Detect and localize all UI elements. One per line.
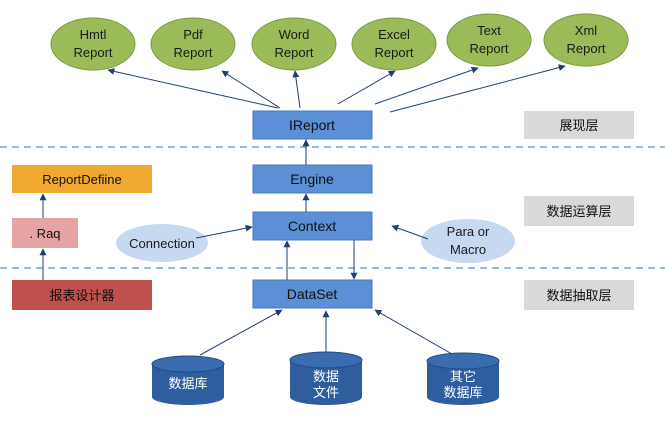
source-arrows bbox=[199, 309, 453, 356]
report-designer-label: 报表设计器 bbox=[49, 288, 114, 303]
report-arrows bbox=[107, 64, 566, 113]
param-line1: Para or bbox=[447, 224, 490, 239]
data-file-cylinder: 数据 文件 bbox=[289, 351, 363, 405]
report-html-line2: Report bbox=[73, 45, 112, 60]
connection-arrow bbox=[195, 224, 253, 239]
connection-label: Connection bbox=[129, 236, 195, 251]
other-db-line2: 数据库 bbox=[443, 385, 482, 400]
report-excel-line2: Report bbox=[374, 45, 413, 60]
data-file-line1: 数据 bbox=[313, 369, 339, 384]
report-designer-box: 报表设计器 bbox=[12, 280, 152, 310]
dataset-box: DataSet bbox=[252, 279, 373, 309]
other-db-line1: 其它 bbox=[450, 369, 476, 384]
report-word-line1: Word bbox=[279, 27, 310, 42]
dataset-label: DataSet bbox=[287, 286, 338, 302]
engine-box: Engine bbox=[252, 164, 373, 194]
report-text: Text Report bbox=[446, 13, 532, 67]
ireport-box: IReport bbox=[252, 110, 373, 140]
report-text-line1: Text bbox=[477, 23, 501, 38]
connection-ellipse: Connection bbox=[116, 224, 208, 262]
database-cylinder: 数据库 bbox=[151, 355, 225, 405]
layer-presentation-label: 展现层 bbox=[559, 118, 598, 133]
layer-compute: 数据运算层 bbox=[524, 196, 634, 226]
database-label: 数据库 bbox=[168, 376, 207, 391]
report-html-line1: Hmtl bbox=[80, 27, 107, 42]
layer-presentation: 展现层 bbox=[524, 111, 634, 139]
ireport-label: IReport bbox=[289, 117, 335, 133]
param-line2: Macro bbox=[450, 242, 486, 257]
core-arrows bbox=[283, 139, 358, 280]
report-xml: Xml Report bbox=[543, 13, 629, 67]
report-define-box: ReportDefiine bbox=[12, 165, 152, 193]
data-file-line2: 文件 bbox=[313, 385, 339, 400]
report-xml-line1: Xml bbox=[575, 23, 598, 38]
report-pdf-line1: Pdf bbox=[183, 27, 203, 42]
param-arrow bbox=[391, 224, 429, 240]
report-xml-line2: Report bbox=[566, 41, 605, 56]
other-db-cylinder: 其它 数据库 bbox=[426, 352, 500, 405]
report-pdf: Pdf Report bbox=[150, 17, 236, 71]
param-macro-ellipse: Para or Macro bbox=[421, 219, 515, 263]
report-excel-line1: Excel bbox=[378, 27, 410, 42]
report-html: Hmtl Report bbox=[50, 17, 136, 71]
raq-label: . Raq bbox=[29, 226, 60, 241]
report-text-line2: Report bbox=[469, 41, 508, 56]
context-box: Context bbox=[252, 211, 373, 241]
layer-extract-label: 数据抽取层 bbox=[546, 288, 611, 303]
report-define-label: ReportDefiine bbox=[42, 172, 122, 187]
report-excel: Excel Report bbox=[351, 17, 437, 71]
report-pdf-line2: Report bbox=[173, 45, 212, 60]
report-word-line2: Report bbox=[274, 45, 313, 60]
report-word: Word Report bbox=[251, 17, 337, 71]
engine-label: Engine bbox=[290, 171, 334, 187]
context-label: Context bbox=[288, 218, 336, 234]
raq-box: . Raq bbox=[12, 218, 78, 248]
layer-compute-label: 数据运算层 bbox=[546, 204, 611, 219]
layer-extract: 数据抽取层 bbox=[524, 280, 634, 310]
